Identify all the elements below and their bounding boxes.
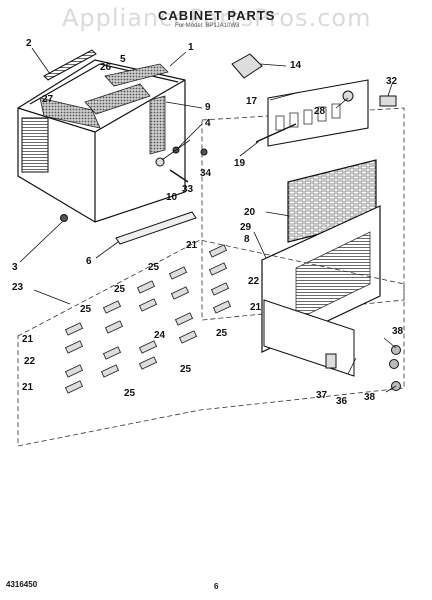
callout-25e: 25	[180, 364, 192, 375]
callout-34: 34	[200, 168, 212, 179]
part-37	[325, 353, 337, 369]
callout-21d: 21	[22, 382, 34, 393]
kit-pieces	[64, 244, 232, 394]
rod-33	[169, 169, 189, 183]
callout-3: 3	[12, 262, 18, 273]
footer-code: 4316450	[6, 580, 38, 589]
watermark: AppliancePartsPros.com	[62, 4, 372, 32]
callout-25a: 25	[148, 262, 160, 273]
callout-19: 19	[234, 158, 246, 169]
cabinet-housing	[17, 59, 186, 223]
callout-27: 27	[42, 94, 54, 105]
side-insulation-9	[149, 95, 166, 155]
callout-6: 6	[86, 256, 92, 267]
callout-38b: 38	[364, 392, 376, 403]
leader-lines	[19, 47, 397, 393]
callout-8: 8	[244, 234, 250, 245]
callout-32: 32	[386, 76, 398, 87]
callout-33: 33	[182, 184, 194, 195]
callout-37: 37	[316, 390, 328, 401]
nuts-38	[389, 345, 401, 391]
callout-2: 2	[26, 38, 32, 49]
callout-17: 17	[246, 96, 258, 107]
callout-21a: 21	[186, 240, 198, 251]
callout-25c: 25	[80, 304, 92, 315]
callout-23: 23	[12, 282, 24, 293]
callout-4: 4	[205, 118, 211, 129]
callout-10: 10	[166, 192, 178, 203]
callout-28: 28	[314, 106, 326, 117]
grille-louvers	[295, 231, 371, 321]
callout-22b: 22	[24, 356, 36, 367]
callout-36: 36	[336, 396, 348, 407]
callout-38a: 38	[392, 326, 404, 337]
callout-21c: 21	[22, 334, 34, 345]
footer-page: 6	[214, 582, 219, 591]
control-bracket-14	[231, 53, 263, 79]
insulation-pad-27	[39, 97, 101, 129]
callout-5: 5	[120, 54, 126, 65]
top-rail-2	[43, 49, 97, 81]
callout-21b: 21	[250, 302, 262, 313]
callout-9: 9	[205, 102, 211, 113]
screw-3	[60, 214, 68, 222]
clip-32	[379, 95, 397, 107]
model-subtitle: For Model: BP1JA10W3	[175, 23, 240, 29]
callout-25b: 25	[114, 284, 126, 295]
control-panel-slots	[275, 103, 341, 131]
callout-29: 29	[240, 222, 252, 233]
callout-26: 26	[100, 62, 112, 73]
knob-28	[342, 90, 354, 102]
page-title: CABINET PARTS	[158, 8, 276, 23]
dashed-outline-upper	[201, 107, 405, 321]
callout-14: 14	[290, 60, 302, 71]
support-bracket-6	[115, 211, 197, 245]
insulation-strip-5	[104, 63, 169, 87]
callout-22a: 22	[248, 276, 260, 287]
callout-20: 20	[244, 207, 256, 218]
callout-1: 1	[188, 42, 194, 53]
screw-34	[200, 148, 208, 156]
callout-25d: 25	[216, 328, 228, 339]
callout-24: 24	[154, 330, 166, 341]
rod-19	[255, 123, 297, 143]
callout-25f: 25	[124, 388, 136, 399]
